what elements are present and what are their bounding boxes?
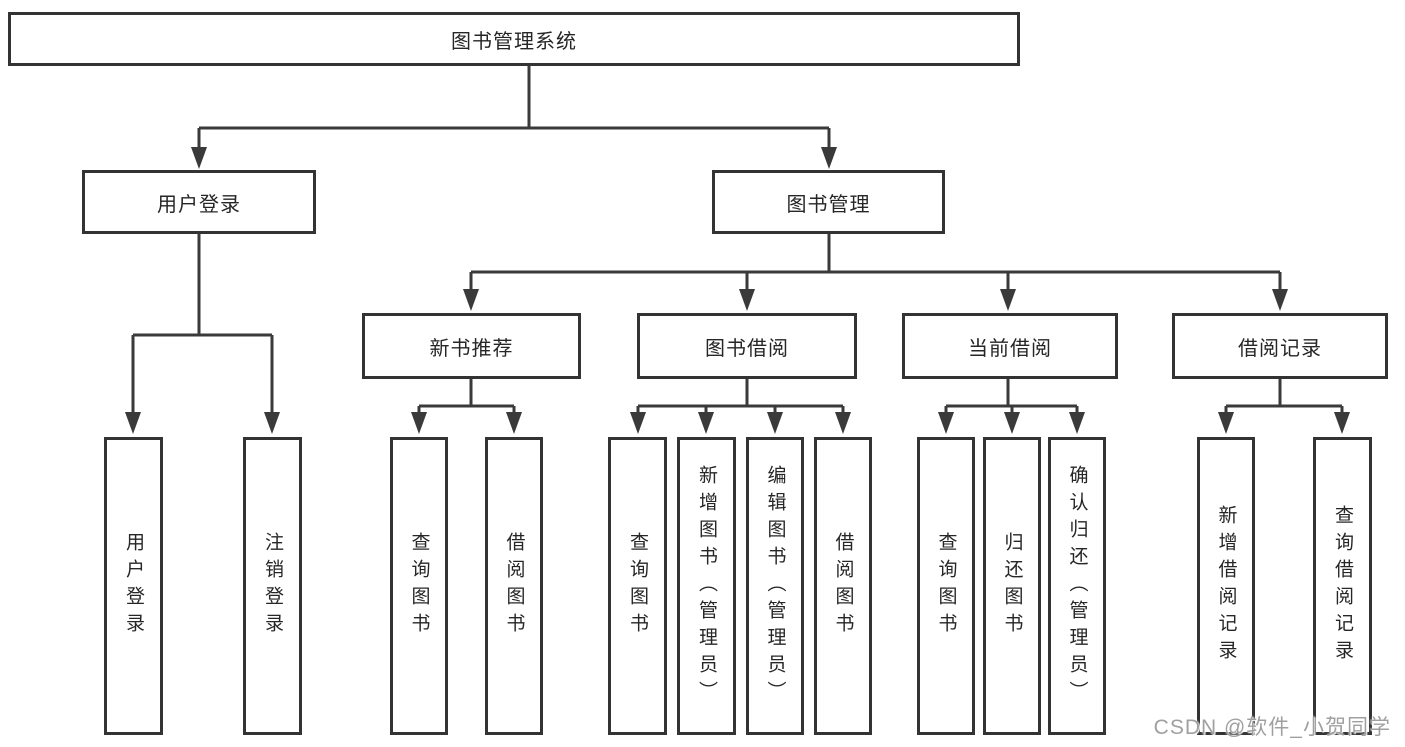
leaf-query-books-recommend: 查询图书 bbox=[390, 437, 448, 735]
leaf-edit-book-admin-label: 编辑图书（管理员） bbox=[764, 464, 786, 708]
leaf-query-books-borrow: 查询图书 bbox=[608, 437, 667, 735]
leaf-add-book-admin-label: 新增图书（管理员） bbox=[696, 464, 717, 708]
leaf-edit-book-admin: 编辑图书（管理员） bbox=[746, 437, 804, 735]
leaf-query-books-borrow-label: 查询图书 bbox=[627, 532, 648, 640]
leaf-confirm-return-admin-label: 确认归还（管理员） bbox=[1066, 464, 1088, 708]
leaf-return-books-label: 归还图书 bbox=[1001, 532, 1023, 640]
leaf-add-borrow-record-label: 新增借阅记录 bbox=[1215, 505, 1237, 667]
leaf-user-login: 用户登录 bbox=[104, 437, 163, 735]
node-new-book-recommend-label: 新书推荐 bbox=[429, 337, 514, 360]
leaf-borrow-books-label: 借阅图书 bbox=[832, 532, 854, 640]
node-borrow-records-label: 借阅记录 bbox=[1238, 337, 1322, 360]
leaf-return-books: 归还图书 bbox=[983, 437, 1041, 735]
leaf-user-login-label: 用户登录 bbox=[123, 532, 144, 640]
node-book-management-label: 图书管理 bbox=[786, 193, 871, 216]
leaf-add-book-admin: 新增图书（管理员） bbox=[677, 437, 736, 735]
node-current-borrow-label: 当前借阅 bbox=[968, 337, 1052, 360]
node-book-management: 图书管理 bbox=[712, 170, 945, 234]
node-user-login-label: 用户登录 bbox=[157, 193, 241, 216]
leaf-confirm-return-admin: 确认归还（管理员） bbox=[1048, 437, 1106, 735]
leaf-borrow-books: 借阅图书 bbox=[814, 437, 872, 735]
leaf-query-books-current-label: 查询图书 bbox=[935, 532, 957, 640]
leaf-add-borrow-record: 新增借阅记录 bbox=[1197, 437, 1255, 735]
watermark: CSDN @软件_小贺同学 bbox=[1153, 716, 1391, 739]
leaf-query-borrow-record-label: 查询借阅记录 bbox=[1332, 505, 1353, 667]
leaf-logout: 注销登录 bbox=[243, 437, 302, 735]
leaf-query-books-recommend-label: 查询图书 bbox=[408, 532, 430, 640]
node-borrow-records: 借阅记录 bbox=[1172, 313, 1388, 379]
leaf-query-books-current: 查询图书 bbox=[917, 437, 975, 735]
leaf-query-borrow-record: 查询借阅记录 bbox=[1313, 437, 1372, 735]
node-root: 图书管理系统 bbox=[8, 12, 1020, 66]
node-new-book-recommend: 新书推荐 bbox=[362, 313, 581, 379]
node-user-login: 用户登录 bbox=[82, 170, 316, 234]
node-book-borrow-label: 图书借阅 bbox=[705, 337, 789, 360]
leaf-borrow-books-recommend-label: 借阅图书 bbox=[503, 532, 525, 640]
leaf-logout-label: 注销登录 bbox=[262, 532, 283, 640]
node-book-borrow: 图书借阅 bbox=[637, 313, 857, 379]
node-root-label: 图书管理系统 bbox=[451, 30, 577, 53]
node-current-borrow: 当前借阅 bbox=[902, 313, 1118, 379]
leaf-borrow-books-recommend: 借阅图书 bbox=[485, 437, 543, 735]
